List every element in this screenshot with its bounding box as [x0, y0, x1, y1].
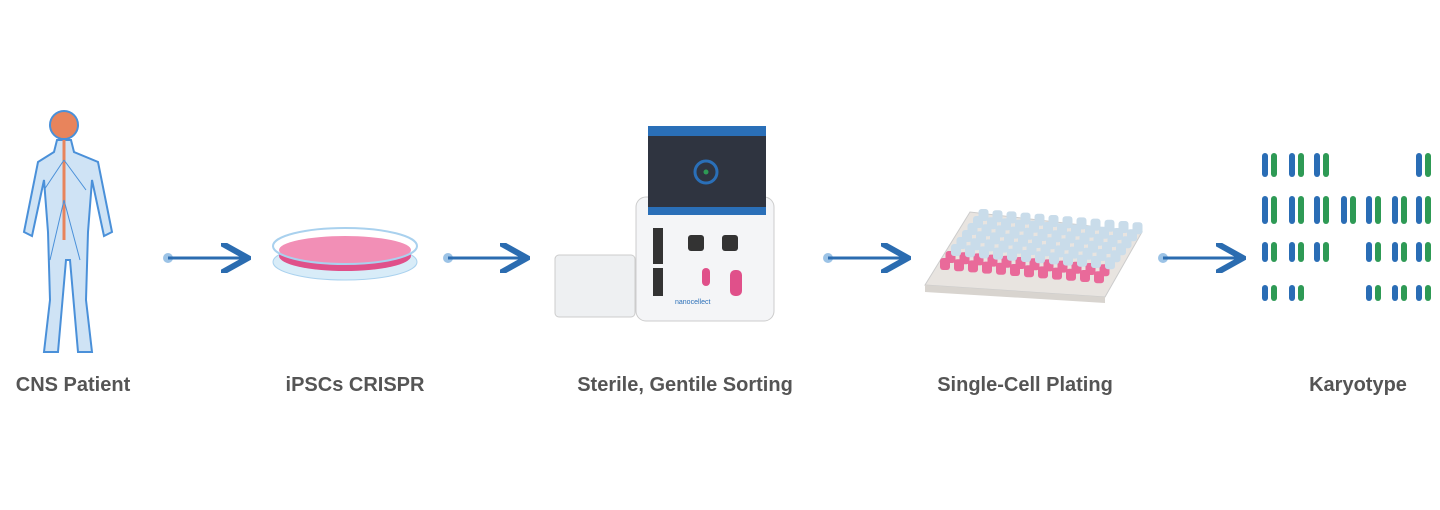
well — [1020, 212, 1031, 225]
well — [992, 210, 1003, 223]
arrows — [163, 253, 1240, 263]
chromosome-pair — [1416, 153, 1431, 177]
well-plate-icon — [924, 209, 1143, 303]
chromosome-pair — [1289, 196, 1304, 224]
instrument-logo: nanocellect — [675, 299, 710, 306]
well — [1104, 219, 1115, 232]
step-label-ipscs-crispr: iPSCs CRISPR — [285, 374, 425, 396]
flow-arrow — [443, 253, 524, 263]
chromosome-pair — [1416, 196, 1431, 224]
chromosome-pair — [1289, 242, 1304, 262]
chromosome-pair — [1262, 196, 1277, 224]
well — [1132, 222, 1143, 235]
well — [1090, 218, 1101, 231]
chromosome-pair — [1416, 242, 1431, 262]
chromosome-pair — [1366, 196, 1381, 224]
well — [978, 209, 989, 221]
nervous-system-figure — [22, 110, 114, 353]
step-label-karyotype: Karyotype — [1309, 374, 1407, 396]
chromosome-pair — [1392, 196, 1407, 224]
petri-dish-icon — [272, 227, 418, 281]
chromosome-pair — [1416, 285, 1431, 301]
chromosome-pair — [1262, 153, 1277, 177]
chromosome-pair — [1366, 285, 1381, 301]
well — [1062, 216, 1073, 229]
flow-arrow — [823, 253, 905, 263]
karyotype-chart — [1262, 153, 1431, 301]
chromosome-pair — [1314, 196, 1329, 224]
flow-arrow — [163, 253, 245, 263]
chromosome-pair — [1289, 285, 1304, 301]
step-label-plating: Single-Cell Plating — [937, 374, 1113, 396]
chromosome-pair — [1341, 196, 1356, 224]
well — [1076, 217, 1087, 230]
chromosome-pair — [1366, 242, 1381, 262]
well — [1048, 215, 1059, 227]
chromosome-pair — [1314, 242, 1329, 262]
step-label-sorting: Sterile, Gentile Sorting — [577, 374, 793, 396]
well — [1006, 211, 1017, 224]
chromosome-pair — [1392, 242, 1407, 262]
chromosome-pair — [1314, 153, 1329, 177]
chromosome-pair — [1262, 242, 1277, 262]
chromosome-pair — [1392, 285, 1407, 301]
flow-arrow — [1158, 253, 1240, 263]
chromosome-pair — [1262, 285, 1277, 301]
step-label-cns-patient: CNS Patient — [15, 374, 131, 396]
chromosome-pair — [1289, 153, 1304, 177]
well — [1034, 213, 1045, 226]
well — [1118, 221, 1129, 233]
cell-sorter-instrument: nanocellect — [554, 126, 775, 322]
